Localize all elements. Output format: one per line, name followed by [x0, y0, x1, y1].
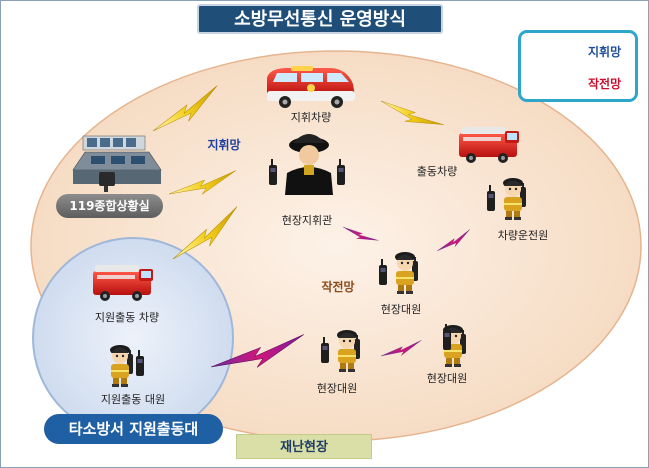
command-vehicle-icon [267, 66, 355, 108]
legend-operation-label: 작전망 [588, 77, 622, 91]
other-station-label: 타소방서 지원출동대 [44, 414, 223, 444]
page-title: 소방무선통신 운영방식 [197, 4, 443, 34]
site-commander-label: 현장지휘관 [281, 214, 333, 227]
support-member-label: 지원출동 대원 [100, 393, 166, 406]
command-network-label: 지휘망 [207, 138, 241, 152]
site-member-2-label: 현장대원 [316, 382, 358, 395]
legend-command-label: 지휘망 [588, 45, 622, 59]
legend: 지휘망 작전망 [518, 30, 638, 102]
command-vehicle-label: 지휘차량 [290, 111, 332, 124]
dispatch-vehicle-label: 출동차량 [416, 165, 458, 178]
disaster-site-label: 재난현장 [236, 434, 372, 459]
site-member-3-label: 현장대원 [426, 372, 468, 385]
operation-network-label: 작전망 [321, 280, 355, 294]
control-room-label: 119종합상황실 [56, 194, 163, 218]
vehicle-operator-label: 차량운전원 [497, 229, 549, 242]
site-commander-icon [269, 134, 345, 195]
site-member-1-label: 현장대원 [380, 303, 422, 316]
support-vehicle-label: 지원출동 차량 [94, 311, 160, 324]
control-room-icon [72, 135, 162, 192]
